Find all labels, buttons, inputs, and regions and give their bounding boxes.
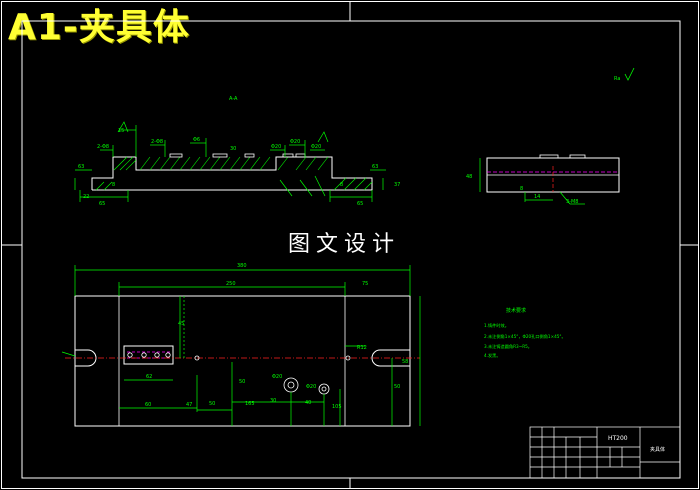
dim-text: 60 (145, 402, 151, 408)
dim-text: 2-Φ8 (97, 144, 109, 150)
dim-text: 63 (78, 164, 84, 170)
drawing-frame (21, 20, 681, 479)
watermark-text: 图文设计 (288, 232, 401, 257)
dim-text: Φ20 (271, 144, 281, 150)
dim-text: 65 (357, 201, 363, 207)
dim-text: 105 (332, 404, 342, 410)
tech-heading: 技术要求 (506, 307, 526, 314)
dim-text: R12 (357, 345, 367, 351)
section-label: A-A (229, 96, 238, 102)
side-view: 48 8 14 3-M8 (466, 154, 620, 205)
dim-text: 3-M8 (566, 199, 578, 205)
plan-view: 380 250 75 45 62 50 60 47 50 165 58 40 1… (61, 263, 421, 427)
dim-text: 47 (186, 402, 192, 408)
dim-text: 50 (394, 384, 400, 390)
dim-text: 22 (83, 194, 89, 200)
dim-text: 30 (230, 146, 236, 152)
drawing-title: A1-夹具体 (8, 7, 190, 48)
dim-text: 250 (226, 281, 236, 287)
dim-text: Φ20 (311, 144, 321, 150)
dim-text: 40 (305, 400, 311, 406)
plan-outline (74, 295, 411, 427)
dim-text: 8 (340, 182, 343, 188)
tech-requirements: 技术要求 1.铸件时效。 2.未注倒角1×45°，Φ20孔口倒角1×45°。 3… (484, 307, 566, 359)
section-view: A-A (74, 96, 400, 207)
title-block (529, 426, 681, 479)
tech-line: 2.未注倒角1×45°，Φ20孔口倒角1×45°。 (484, 333, 566, 340)
dim-text: 50 (239, 379, 245, 385)
dim-text: 45 (178, 321, 184, 327)
section-outline (91, 156, 373, 191)
slot-rect (123, 345, 174, 365)
tech-line: 4.发黑。 (484, 352, 501, 359)
dim-text: 8 (112, 182, 115, 188)
dim-text: Φ20 (290, 139, 300, 145)
part-name-text: 夹具体 (650, 446, 665, 453)
dim-text: 15 (118, 128, 124, 134)
hole-small (318, 383, 330, 395)
tech-line: 3.未注铸造圆角R3~R5。 (484, 343, 532, 350)
dim-text: 63 (372, 164, 378, 170)
dim-text: 30 (270, 398, 276, 404)
tech-line: 1.铸件时效。 (484, 322, 509, 329)
u-slot-right (371, 349, 410, 367)
dim-text: 65 (99, 201, 105, 207)
dim-text: 62 (146, 374, 152, 380)
material-text: HT200 (608, 435, 628, 442)
title-block-text: HT200 夹具体 (608, 435, 665, 453)
dim-text: Φ6 (193, 137, 200, 143)
hole-large (283, 377, 299, 393)
dim-text: 58 (402, 359, 408, 365)
dim-text: 48 (466, 174, 472, 180)
roughness-text: Ra (614, 76, 620, 82)
section-hatching (95, 156, 373, 191)
dim-text: Φ20 (306, 384, 316, 390)
dim-text: 14 (534, 194, 540, 200)
dim-text: 75 (362, 281, 368, 287)
roughness-symbol: Ra (614, 67, 635, 82)
dim-text: 165 (245, 401, 255, 407)
dim-text: Φ20 (272, 374, 282, 380)
dim-text: 2-Φ8 (151, 139, 163, 145)
dim-text: 50 (209, 401, 215, 407)
dim-text: 380 (237, 263, 247, 269)
dim-text: 8 (520, 186, 523, 192)
dim-text: 37 (394, 182, 400, 188)
